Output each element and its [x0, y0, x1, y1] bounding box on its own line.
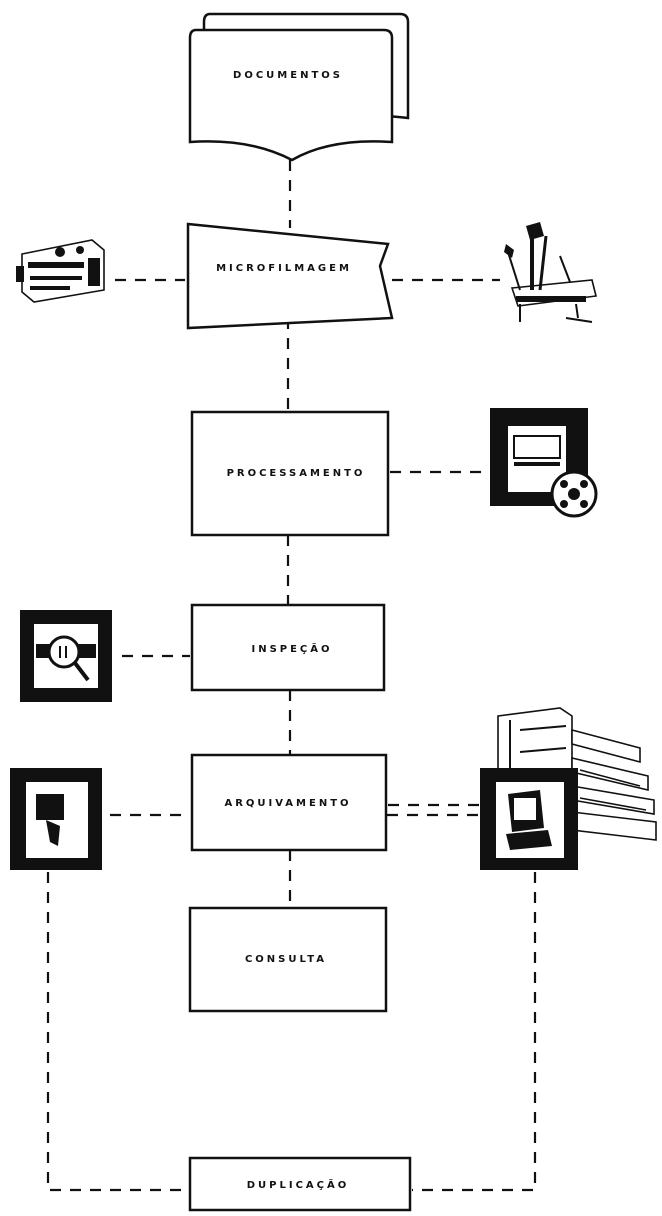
microfilmagem-node: MICROFILMAGEM: [186, 222, 394, 330]
microfilmagem-label: MICROFILMAGEM: [216, 263, 352, 274]
planetary-camera-icon: [504, 222, 597, 323]
consulta-label: CONSULTA: [245, 954, 327, 965]
connector-readerprinter-duplicacao: [412, 872, 537, 1192]
inspecao-node: INSPEÇÃO: [190, 603, 386, 692]
consulta-node: CONSULTA: [188, 906, 388, 1013]
duplicacao-label: DUPLICAÇÃO: [247, 1178, 350, 1191]
processamento-label: PROCESSAMENTO: [227, 468, 366, 479]
rotary-camera-icon: [16, 239, 105, 303]
documentos-label: DOCUMENTOS: [233, 70, 343, 81]
film-processor-icon: [490, 408, 598, 518]
arquivamento-node: ARQUIVAMENTO: [190, 753, 388, 852]
inspection-magnifier-icon: [20, 610, 112, 702]
processamento-node: PROCESSAMENTO: [190, 410, 390, 537]
duplicacao-node: DUPLICAÇÃO: [188, 1156, 412, 1212]
connectors: [46, 160, 537, 1192]
connector-reader-duplicacao: [46, 872, 188, 1192]
reader-printer-icon: [480, 768, 578, 870]
documentos-node: DOCUMENTOS: [188, 12, 410, 162]
arquivamento-label: ARQUIVAMENTO: [224, 798, 351, 809]
inspecao-label: INSPEÇÃO: [251, 642, 332, 655]
reader-icon: [10, 768, 102, 870]
